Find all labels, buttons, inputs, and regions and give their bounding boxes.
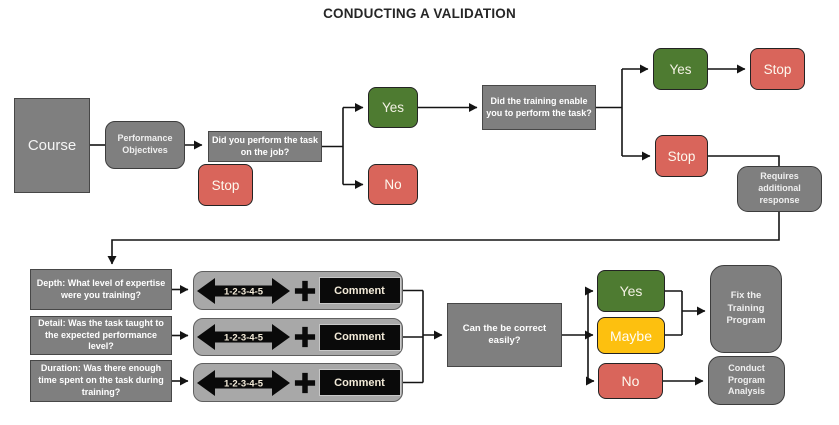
scale-label: 1-2-3-4-5 <box>223 378 263 389</box>
yes-training-box: Yes <box>653 48 708 90</box>
scale-label: 1-2-3-4-5 <box>223 333 263 344</box>
plus-icon <box>294 326 315 348</box>
stop-after-yes-box: Stop <box>750 48 805 90</box>
plus-icon <box>294 372 315 393</box>
no-perform-box: No <box>368 164 418 205</box>
rating-row-duration: 1-2-3-4-5 Comment <box>193 363 403 402</box>
comment-box: Comment <box>318 277 401 304</box>
diagram-title: CONDUCTING A VALIDATION <box>323 6 516 21</box>
stop-training-box: Stop <box>655 135 708 177</box>
comment-box: Comment <box>318 369 401 396</box>
stop-no-box: Stop <box>198 164 253 206</box>
plus-icon <box>294 280 315 301</box>
rating-row-detail: 1-2-3-4-5 Comment <box>193 318 403 356</box>
fix-training-program-box: Fix the Training Program <box>710 265 782 353</box>
scale-double-arrow-icon: 1-2-3-4-5 <box>196 324 290 350</box>
scale-double-arrow-icon: 1-2-3-4-5 <box>196 369 290 396</box>
scale-label: 1-2-3-4-5 <box>223 286 263 297</box>
depth-question-box: Depth: What level of expertise were you … <box>30 269 172 310</box>
yes-perform-box: Yes <box>368 87 418 128</box>
detail-question-box: Detail: Was the task taught to the expec… <box>30 316 172 355</box>
no-correct-box: No <box>598 363 663 399</box>
scale-double-arrow-icon: 1-2-3-4-5 <box>196 277 290 304</box>
question-perform-task-box: Did you perform the task on the job? <box>208 131 322 162</box>
conduct-program-analysis-box: Conduct Program Analysis <box>708 356 785 405</box>
question-correct-easily-box: Can the be correct easily? <box>447 303 562 367</box>
duration-question-box: Duration: Was there enough time spent on… <box>30 360 172 402</box>
requires-additional-response-box: Requires additional response <box>737 166 822 212</box>
comment-box: Comment <box>318 323 401 351</box>
course-box: Course <box>14 98 90 193</box>
rating-row-depth: 1-2-3-4-5 Comment <box>193 271 403 310</box>
maybe-correct-box: Maybe <box>597 317 665 354</box>
performance-objectives-box: Performance Objectives <box>105 121 185 169</box>
question-training-enable-box: Did the training enable you to perform t… <box>482 85 596 130</box>
yes-correct-box: Yes <box>597 270 665 312</box>
